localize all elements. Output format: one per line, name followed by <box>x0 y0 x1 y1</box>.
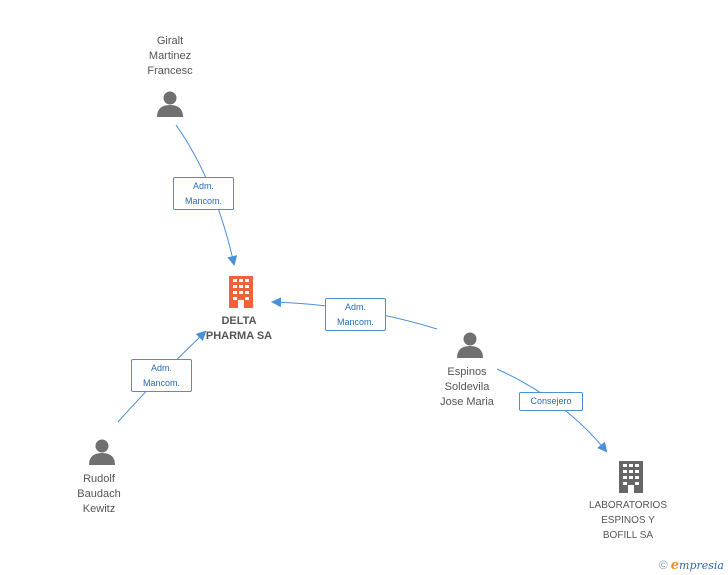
person-icon[interactable] <box>88 438 116 466</box>
edge-label-espinos-laboratorios[interactable]: Consejero <box>519 392 583 411</box>
empresia-logo-initial: e <box>670 558 680 573</box>
edge-label-line: Mancom. <box>184 196 222 206</box>
person-icon[interactable] <box>456 331 484 359</box>
edge-label-line: Mancom. <box>142 378 180 388</box>
node-label-line: Rudolf <box>83 473 115 485</box>
node-label-line: Martinez <box>148 50 192 62</box>
node-label-line: DELTA <box>221 315 257 327</box>
person-icon[interactable] <box>156 90 184 118</box>
building-icon[interactable] <box>617 461 645 493</box>
empresia-watermark: © empresia <box>659 558 724 573</box>
node-label-line: ESPINOS Y <box>601 515 655 526</box>
node-label-laboratorios: LABORATORIOS ESPINOS Y BOFILL SA <box>568 498 688 543</box>
edge-label-rudolf-delta[interactable]: Adm. Mancom. <box>131 359 192 392</box>
node-label-line: Giralt <box>156 35 184 47</box>
node-label-line: Soldevila <box>444 381 490 393</box>
node-label-line: Espinos <box>447 366 487 378</box>
node-label-giralt: Giralt Martinez Francesc <box>120 34 220 79</box>
building-icon[interactable] <box>227 276 255 308</box>
edge-label-giralt-delta[interactable]: Adm. Mancom. <box>173 177 234 210</box>
node-label-line: BOFILL SA <box>602 530 654 541</box>
edge-label-line: Mancom. <box>336 317 374 327</box>
edge-label-espinos-delta[interactable]: Adm. Mancom. <box>325 298 386 331</box>
edge-label-line: Adm. <box>150 363 172 373</box>
edge-label-line: Adm. <box>192 181 214 191</box>
copyright-symbol: © <box>658 558 668 572</box>
node-label-line: PHARMA SA <box>205 330 273 342</box>
node-label-line: LABORATORIOS <box>589 500 667 511</box>
node-label-line: Baudach <box>77 488 121 500</box>
node-label-espinos: Espinos Soldevila Jose Maria <box>417 365 517 410</box>
edge-label-line: Consejero <box>530 396 572 406</box>
node-label-rudolf: Rudolf Baudach Kewitz <box>49 472 149 517</box>
empresia-logo-text: mpresia <box>679 559 724 572</box>
edge-label-line: Adm. <box>344 302 366 312</box>
node-label-delta: DELTA PHARMA SA <box>189 314 289 344</box>
node-label-line: Kewitz <box>82 503 116 515</box>
node-label-line: Jose Maria <box>440 396 494 408</box>
node-label-line: Francesc <box>147 65 193 77</box>
